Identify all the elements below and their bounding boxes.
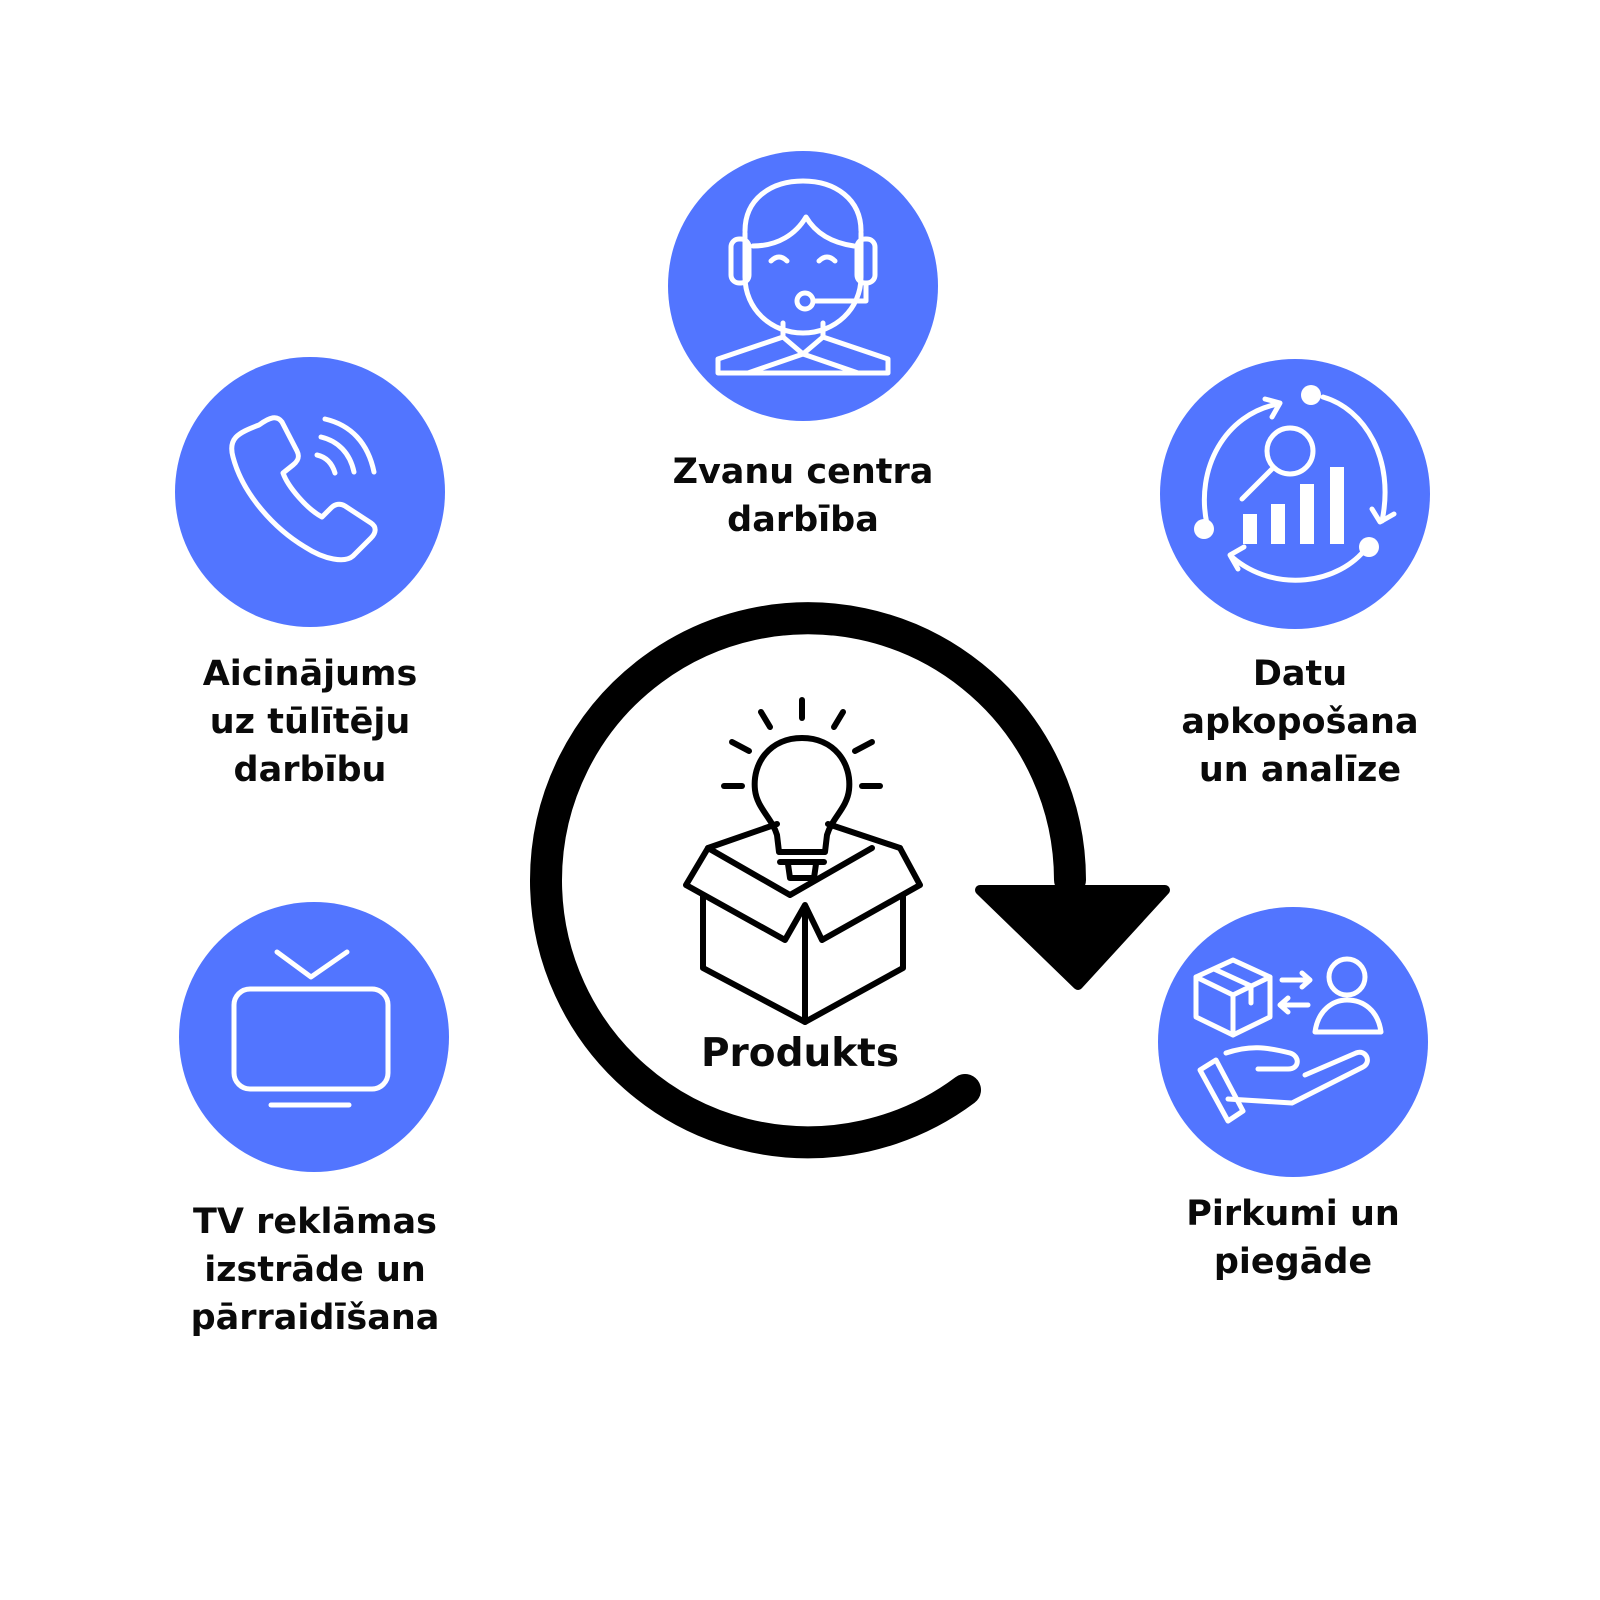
label-tv: TV reklāmas izstrāde un pārraidīšana [190,1202,440,1338]
analytics-cycle-icon [1194,385,1397,583]
node-tv [179,902,449,1172]
node-data [1160,359,1430,629]
headset-agent-icon [715,178,891,376]
label-data: Datu apkopošana un analīze [1181,654,1419,790]
node-call-center [668,151,938,421]
delivery-hand-icon [1193,956,1384,1124]
center-label: Produkts [700,1031,900,1076]
node-call-to-action [175,357,445,627]
label-purchase: Pirkumi un piegāde [1186,1194,1400,1282]
label-call-center: Zvanu centra darbība [672,452,934,540]
phone-call-icon [229,415,378,563]
box-lightbulb-icon [683,697,923,1025]
cycle-arrow-head-icon [975,885,1170,990]
cycle-arrow-arc [530,602,1086,1159]
tv-icon [231,949,391,1108]
label-call-to-action: Aicinājums uz tūlītēju darbību [202,654,418,790]
node-purchase [1158,907,1428,1177]
